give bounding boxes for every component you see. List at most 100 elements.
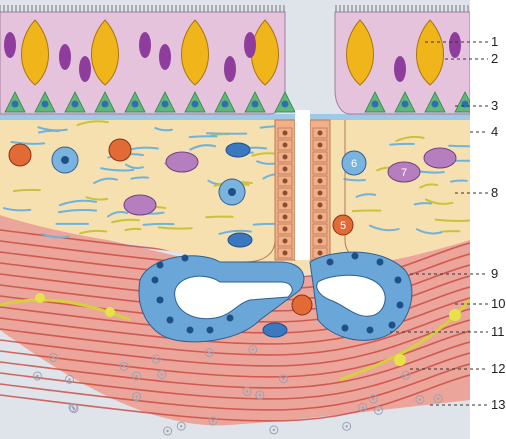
basal-nucleus — [162, 101, 169, 108]
basal-nucleus — [432, 101, 439, 108]
gland-nucleus — [389, 322, 396, 329]
fiber — [190, 136, 217, 137]
gland-nucleus — [207, 327, 214, 334]
submucosa-cell-core — [68, 378, 70, 380]
nucleus — [394, 56, 406, 82]
plasma-cell — [124, 195, 156, 215]
nucleus — [224, 56, 236, 82]
duct-nucleus — [318, 215, 323, 220]
fibroblast — [226, 143, 250, 157]
gland-nucleus — [367, 327, 374, 334]
submucosa-cell-core — [372, 398, 374, 400]
gland-nucleus — [327, 259, 334, 266]
gland-nucleus — [152, 277, 159, 284]
fiber — [344, 179, 365, 180]
blood-cell — [9, 144, 31, 166]
submucosa-cell-core — [155, 358, 157, 360]
label-4: 4 — [491, 124, 498, 139]
label-8: 8 — [491, 185, 498, 200]
submucosa-cell-core — [273, 429, 275, 431]
gland-nucleus — [227, 315, 234, 322]
submucosa-cell-core — [212, 420, 214, 422]
nucleus — [79, 56, 91, 82]
submucosa-cell-core — [346, 425, 348, 427]
gland-nucleus — [182, 255, 189, 262]
fiber — [390, 144, 414, 145]
basal-nucleus — [102, 101, 109, 108]
plasma-cell — [424, 148, 456, 168]
duct-nucleus — [318, 203, 323, 208]
nerve-node — [105, 307, 115, 317]
submucosa-cell-core — [135, 375, 137, 377]
mark-7: 7 — [388, 162, 420, 182]
duct-nucleus — [318, 191, 323, 196]
basal-nucleus — [252, 101, 259, 108]
label-12: 12 — [491, 361, 505, 376]
fiber — [14, 190, 40, 191]
nucleus — [139, 32, 151, 58]
label-1: 1 — [491, 34, 498, 49]
fiber — [441, 231, 459, 232]
nerve-node — [35, 293, 45, 303]
basal-nucleus — [72, 101, 79, 108]
fiber — [415, 203, 431, 204]
gland-nucleus — [352, 253, 359, 260]
submucosa-cell-core — [377, 409, 379, 411]
duct-lumen — [295, 110, 310, 260]
submucosa-cell-core — [208, 351, 210, 353]
nucleus — [244, 32, 256, 58]
submucosa-cell-core — [252, 348, 254, 350]
submucosa-cell-core — [123, 365, 125, 367]
fiber — [206, 217, 232, 218]
label-9: 9 — [491, 266, 498, 281]
blood-cell — [109, 139, 131, 161]
fibroblast — [228, 233, 252, 247]
gland-nucleus — [377, 259, 384, 266]
fiber — [451, 181, 467, 182]
label-2: 2 — [491, 51, 498, 66]
duct-nucleus — [283, 155, 288, 160]
submucosa-cell-core — [135, 395, 137, 397]
mark-6: 6 — [342, 151, 366, 175]
nerve-node — [449, 309, 461, 321]
submucosa-cell-core — [246, 390, 248, 392]
duct-nucleus — [318, 227, 323, 232]
duct-nucleus — [318, 167, 323, 172]
blood-cell — [292, 295, 312, 315]
basal-nucleus — [12, 101, 19, 108]
basal-nucleus — [132, 101, 139, 108]
gland-nucleus — [157, 262, 164, 269]
fibroblast — [263, 323, 287, 337]
nerve-node — [394, 354, 406, 366]
submucosa-cell-core — [180, 425, 182, 427]
duct-nucleus — [283, 239, 288, 244]
label-13: 13 — [491, 397, 505, 412]
duct-nucleus — [318, 143, 323, 148]
duct-nucleus — [283, 179, 288, 184]
mast-cell-nucleus — [61, 156, 69, 164]
submucosa-cell-core — [437, 397, 439, 399]
basal-nucleus — [282, 101, 289, 108]
duct-nucleus — [283, 143, 288, 148]
basal-nucleus — [402, 101, 409, 108]
label-11: 11 — [491, 324, 505, 339]
basal-nucleus — [192, 101, 199, 108]
duct-nucleus — [318, 251, 323, 256]
duct-nucleus — [283, 167, 288, 172]
duct-nucleus — [318, 239, 323, 244]
submucosa-cell-core — [36, 375, 38, 377]
svg-text:5: 5 — [340, 220, 346, 232]
label-3: 3 — [491, 98, 498, 113]
submucosa-cell-core — [52, 356, 54, 358]
gland-nucleus — [157, 297, 164, 304]
submucosa-cell-core — [361, 406, 363, 408]
nucleus — [159, 44, 171, 70]
nucleus — [4, 32, 16, 58]
fiber — [207, 133, 246, 134]
mast-cell-nucleus — [228, 188, 236, 196]
gland-nucleus — [342, 325, 349, 332]
duct-nucleus — [283, 203, 288, 208]
nucleus — [449, 32, 461, 58]
duct-nucleus — [283, 215, 288, 220]
submucosa-cell-core — [72, 406, 74, 408]
